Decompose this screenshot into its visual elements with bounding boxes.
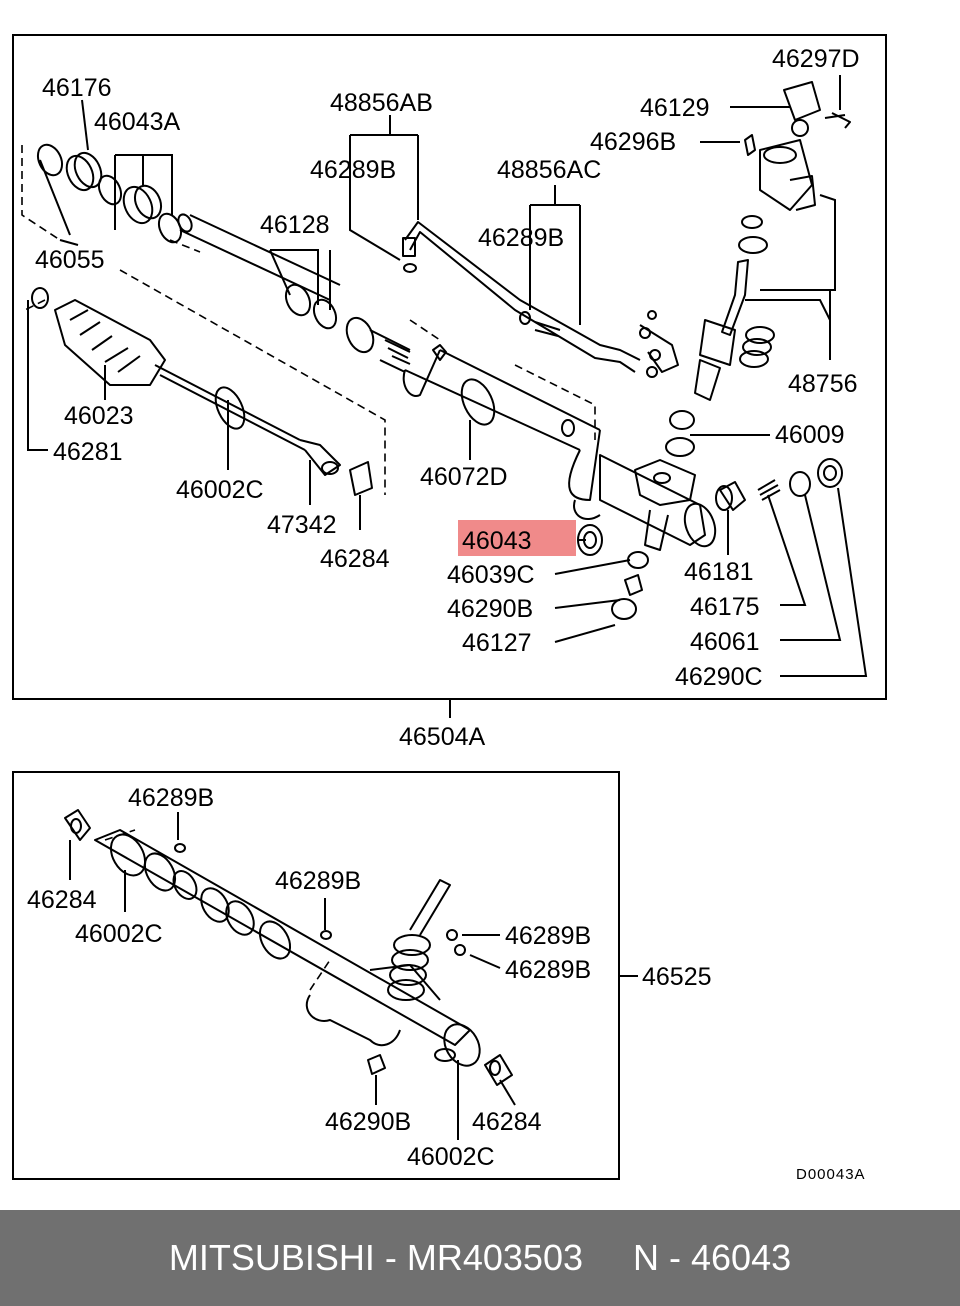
label-48856ac: 48856AC xyxy=(497,156,601,184)
label-46284-lower-left: 46284 xyxy=(27,886,97,914)
label-46297d: 46297D xyxy=(772,45,860,73)
label-46284-upper: 46284 xyxy=(320,545,390,573)
parts-diagram: 46176 46043A 46055 46023 46281 48856AB 4… xyxy=(12,34,887,1183)
label-46043: 46043 xyxy=(462,527,532,555)
label-46055: 46055 xyxy=(35,246,105,274)
upper-assembly-frame xyxy=(12,34,887,700)
label-46281: 46281 xyxy=(53,438,123,466)
label-46289b-upper-mid: 46289B xyxy=(478,224,564,252)
label-46043a: 46043A xyxy=(94,108,181,136)
label-46289b-lower-right-2: 46289B xyxy=(505,956,591,984)
drawing-code: D00043A xyxy=(796,1166,866,1183)
label-46061: 46061 xyxy=(690,628,760,656)
label-46289b-lower-right-1: 46289B xyxy=(505,922,591,950)
part-number-footer: MITSUBISHI - MR403503 N - 46043 xyxy=(0,1210,960,1306)
label-46002c-lower-left: 46002C xyxy=(75,920,163,948)
label-46176: 46176 xyxy=(42,74,112,102)
lower-assembly-frame xyxy=(12,771,620,1180)
upper-assembly-drawing xyxy=(21,81,851,620)
label-46181: 46181 xyxy=(684,558,754,586)
label-46289b-upper-left: 46289B xyxy=(310,156,396,184)
part-number-text: MITSUBISHI - MR403503 N - 46043 xyxy=(168,1237,792,1278)
label-46296b: 46296B xyxy=(590,128,676,156)
label-46072d: 46072D xyxy=(420,463,508,491)
label-46289b-lower-top: 46289B xyxy=(128,784,214,812)
label-48856ab: 48856AB xyxy=(330,89,433,117)
part-highlight xyxy=(458,520,576,556)
label-46504a: 46504A xyxy=(399,723,486,751)
lower-assembly-drawing xyxy=(64,809,513,1086)
lower-leader-lines xyxy=(69,812,638,1140)
label-46525: 46525 xyxy=(642,963,712,991)
label-46128: 46128 xyxy=(260,211,330,239)
label-46175: 46175 xyxy=(690,593,760,621)
label-48756: 48756 xyxy=(788,370,858,398)
label-46289b-lower-mid: 46289B xyxy=(275,867,361,895)
label-46002c-lower-bottom: 46002C xyxy=(407,1143,495,1171)
label-46290b-upper: 46290B xyxy=(447,595,533,623)
label-46009: 46009 xyxy=(775,421,845,449)
label-46023: 46023 xyxy=(64,402,134,430)
label-46039c: 46039C xyxy=(447,561,535,589)
label-46127: 46127 xyxy=(462,629,532,657)
label-46290c: 46290C xyxy=(675,663,763,691)
upper-leader-lines xyxy=(27,75,868,718)
label-46290b-lower: 46290B xyxy=(325,1108,411,1136)
label-46129: 46129 xyxy=(640,94,710,122)
label-46002c-upper: 46002C xyxy=(176,476,264,504)
label-47342: 47342 xyxy=(267,511,337,539)
label-46284-lower-right: 46284 xyxy=(472,1108,542,1136)
